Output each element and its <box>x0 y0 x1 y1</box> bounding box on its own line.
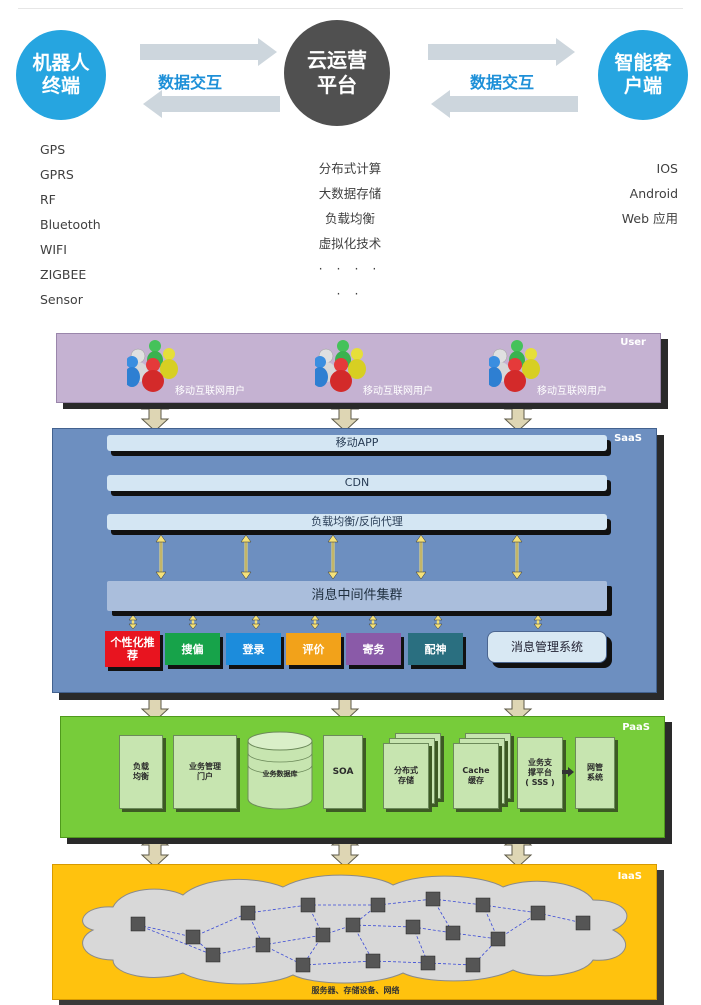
service-delivery: 寄务 <box>346 633 401 665</box>
cdn-bar: CDN <box>107 475 607 491</box>
robot-feature-list: GPS GPRS RF Bluetooth WIFI ZIGBEE Sensor <box>40 137 101 312</box>
gateway-box: 网管 系统 <box>575 737 615 809</box>
message-management-system: 消息管理系统 <box>487 631 607 663</box>
list-item: ZIGBEE <box>40 267 87 282</box>
data-exchange-label: 数据交互 <box>470 73 535 92</box>
list-item: Sensor <box>40 292 83 307</box>
cloud-feature-list: 分布式计算 大数据存储 负载均衡 虚拟化技术 · · · · · · <box>315 156 385 306</box>
business-portal-box: 业务管理 门户 <box>173 735 237 809</box>
user-group-label: 移动互联网用户 <box>537 386 607 397</box>
message-middleware-bar: 消息中间件集群 <box>107 581 607 611</box>
list-item: Android <box>629 186 678 201</box>
list-item: WIFI <box>40 242 67 257</box>
exchange-arrows-right <box>428 38 578 118</box>
layer-tag: PaaS <box>622 722 650 733</box>
network-cloud-diagram <box>82 874 628 985</box>
user-group <box>124 338 182 397</box>
service-recommendation: 个性化推 荐 <box>105 631 160 667</box>
iaas-caption: 服务器、存储设备、网络 <box>311 986 400 995</box>
service-login: 登录 <box>226 633 281 665</box>
load-balancer-bar: 负载均衡/反向代理 <box>107 514 607 530</box>
distributed-storage-box: 分布式 存储 <box>383 743 429 809</box>
exchange-arrows-left <box>140 38 280 118</box>
soa-box: SOA <box>323 735 363 809</box>
layer-tag: IaaS <box>617 871 642 882</box>
client-feature-list: IOS Android Web 应用 <box>612 156 678 231</box>
user-group-label: 移动互联网用户 <box>175 386 245 397</box>
saas-layer: SaaS 移动APP CDN 负载均衡/反向代理 <box>52 428 657 693</box>
user-group <box>486 338 544 397</box>
list-item: Bluetooth <box>40 217 101 232</box>
sss-box: 业务支 撑平台 ( SSS ) <box>517 737 563 809</box>
load-balance-box: 负载 均衡 <box>119 735 163 809</box>
database-label: 业务数据库 <box>262 770 298 778</box>
user-group <box>312 338 370 397</box>
service-search: 搜偏 <box>165 633 220 665</box>
list-item: · · · · · · <box>318 261 382 301</box>
list-item: IOS <box>656 161 678 176</box>
service-dispatch: 配神 <box>408 633 463 665</box>
users-icon <box>124 340 178 392</box>
list-item: 虚拟化技术 <box>318 236 382 251</box>
data-exchange-label: 数据交互 <box>158 73 223 92</box>
mobile-app-bar: 移动APP <box>107 435 607 451</box>
list-item: 大数据存储 <box>318 186 382 201</box>
users-icon <box>312 340 366 392</box>
list-item: 分布式计算 <box>318 161 382 176</box>
list-item: GPRS <box>40 167 74 182</box>
paas-layer: PaaS 负载 均衡 业务管理 门户 业务数据库 SOA 分布式 存储 Cach… <box>60 716 665 838</box>
database-icon <box>247 731 313 810</box>
list-item: 负载均衡 <box>324 211 375 226</box>
layer-tag: SaaS <box>614 433 642 444</box>
iaas-layer: IaaS 服务器、存储设备、网络 <box>52 864 657 1000</box>
cloud-platform-circle: 云运营 平台 <box>284 20 390 126</box>
robot-terminal-circle: 机器人 终端 <box>16 30 106 120</box>
user-group-label: 移动互联网用户 <box>363 386 433 397</box>
user-layer: User 移动互联网用户 移动互联网用户 移动互联网用户 <box>56 333 661 403</box>
arrow-right-icon <box>562 767 574 777</box>
layer-tag: User <box>620 337 646 348</box>
users-icon <box>486 340 540 392</box>
list-item: Web 应用 <box>621 211 678 226</box>
cache-box: Cache 缓存 <box>453 743 499 809</box>
list-item: RF <box>40 192 56 207</box>
top-divider <box>18 8 683 9</box>
distributed-storage-stack: 分布式 存储 <box>383 733 443 809</box>
smart-client-circle: 智能客 户端 <box>598 30 688 120</box>
list-item: GPS <box>40 142 66 157</box>
service-review: 评价 <box>286 633 341 665</box>
cache-stack: Cache 缓存 <box>453 733 513 809</box>
